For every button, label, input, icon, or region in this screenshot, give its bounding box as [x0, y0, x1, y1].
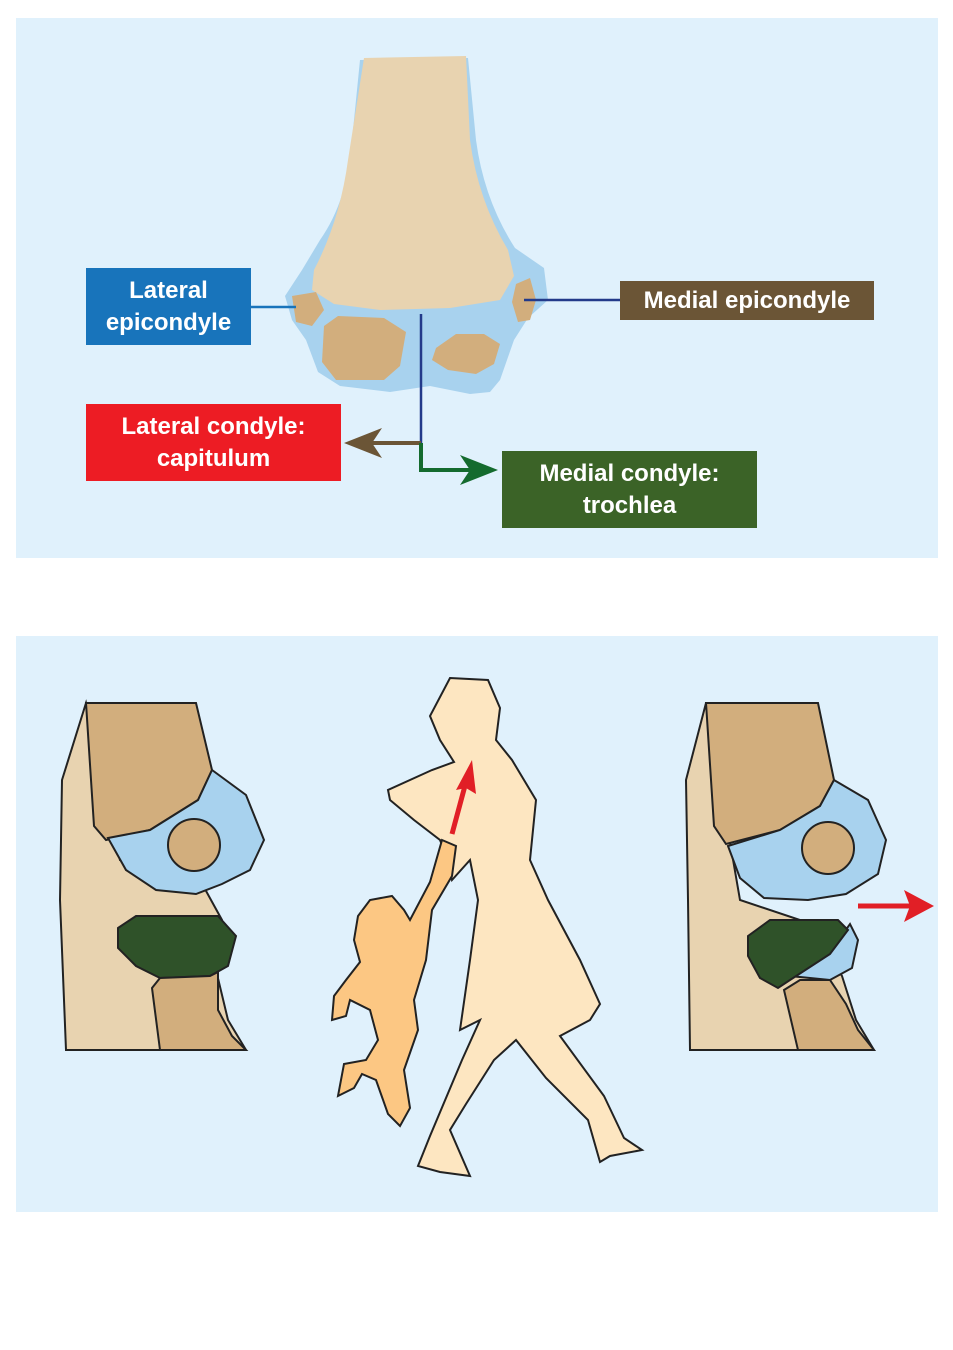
elbow-normal — [58, 699, 266, 1051]
medial-condyle-arrow-line — [419, 443, 476, 472]
lateral-epicondyle-line1: Lateral — [129, 276, 208, 304]
child-silhouette — [330, 838, 458, 1128]
annular-ligament-subluxed — [747, 919, 850, 990]
humerus-illustration — [285, 56, 548, 394]
lateral-condyle-label: Lateral condyle: capitulum — [86, 404, 341, 481]
elbow-subluxed — [684, 702, 888, 1051]
radial-head-nucleus-subluxed — [801, 821, 855, 875]
pull-arrowhead — [456, 760, 476, 794]
radial-head-nucleus-normal — [167, 818, 221, 872]
medial-epicondyle-label: Medial epicondyle — [620, 281, 874, 320]
radius-normal — [150, 970, 249, 1051]
lateral-condyle-line1: Lateral condyle: — [121, 412, 306, 440]
lateral-epicondyle-nucleus — [292, 292, 324, 326]
medial-condyle-label: Medial condyle: trochlea — [502, 451, 757, 528]
woman-silhouette — [386, 676, 645, 1178]
medial-epicondyle-line1: Medial epicondyle — [643, 286, 851, 314]
lateral-epicondyle-line2: epicondyle — [105, 308, 232, 336]
medial-condyle-line2: trochlea — [582, 491, 677, 519]
trochlea-nucleus — [432, 334, 500, 374]
lateral-epicondyle-label: Lateral epicondyle — [86, 268, 251, 345]
subluxation-arrowhead — [904, 890, 934, 922]
lateral-condyle-line2: capitulum — [156, 444, 271, 472]
radius-subluxed — [782, 979, 877, 1051]
medial-condyle-line1: Medial condyle: — [539, 459, 720, 487]
capitulum-nucleus — [322, 316, 406, 380]
medial-condyle-arrowhead — [460, 455, 498, 485]
humerus-shaft — [312, 56, 514, 310]
lateral-condyle-arrowhead — [344, 428, 382, 458]
pull-arrow-line — [449, 781, 469, 835]
